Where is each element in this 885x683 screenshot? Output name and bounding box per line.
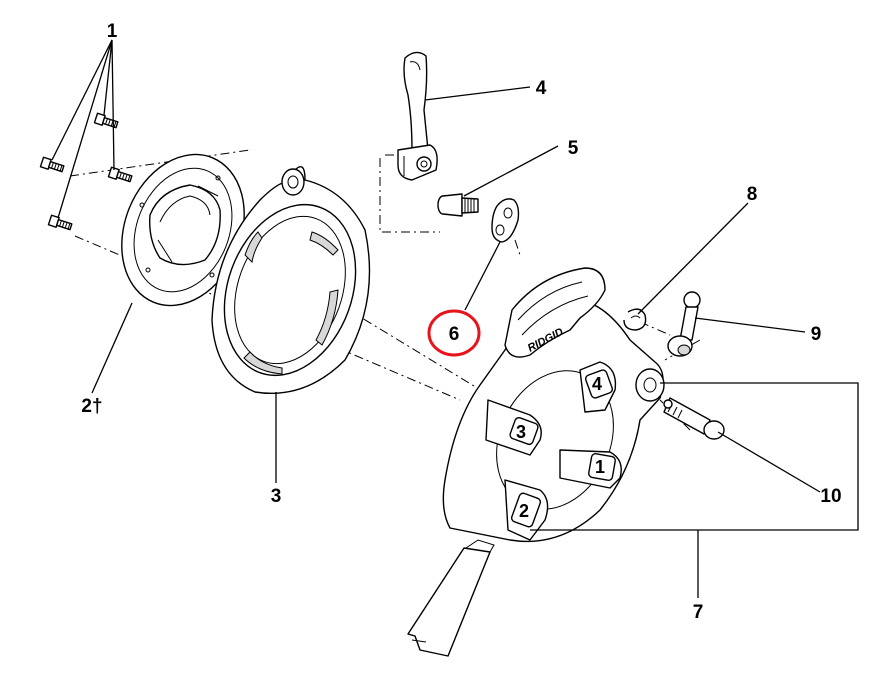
callout-6: 6 bbox=[449, 324, 460, 345]
die-block-4: 4 bbox=[579, 361, 617, 413]
die-block-2: 2 bbox=[504, 479, 549, 541]
die-block-3: 3 bbox=[485, 399, 542, 456]
die-number: 1 bbox=[595, 457, 605, 477]
die-number: 2 bbox=[519, 501, 529, 521]
screw bbox=[47, 214, 73, 231]
highlight-circle bbox=[427, 309, 481, 357]
part-10-pin bbox=[663, 397, 725, 440]
part-8-snap-ring bbox=[623, 308, 647, 331]
leader-lines bbox=[51, 39, 859, 598]
screw bbox=[107, 166, 133, 183]
die-number: 4 bbox=[592, 374, 602, 394]
callout-10: 10 bbox=[820, 486, 841, 507]
callout-5: 5 bbox=[568, 138, 579, 159]
screw bbox=[39, 156, 65, 173]
callout-8: 8 bbox=[747, 184, 758, 205]
part-3-ring bbox=[211, 166, 371, 395]
part-5-screw bbox=[437, 193, 479, 217]
callout-7: 7 bbox=[693, 602, 704, 623]
part-4-lever bbox=[397, 51, 438, 181]
die-number: 3 bbox=[516, 422, 526, 442]
part-1-screws bbox=[39, 112, 133, 231]
callout-3: 3 bbox=[271, 486, 282, 507]
screw bbox=[93, 112, 119, 129]
die-block-1: 1 bbox=[559, 449, 622, 489]
callout-9: 9 bbox=[811, 324, 822, 345]
part-6-washer bbox=[491, 198, 520, 243]
callout-labels: 1 2† 3 4 5 6 7 8 9 10 bbox=[81, 21, 841, 623]
part-7-die-head: RIDGID 3 4 1 2 bbox=[407, 267, 665, 657]
callout-2: 2† bbox=[81, 396, 102, 417]
part-9-knob bbox=[667, 291, 701, 357]
callout-4: 4 bbox=[536, 78, 547, 99]
callout-1: 1 bbox=[107, 21, 118, 42]
